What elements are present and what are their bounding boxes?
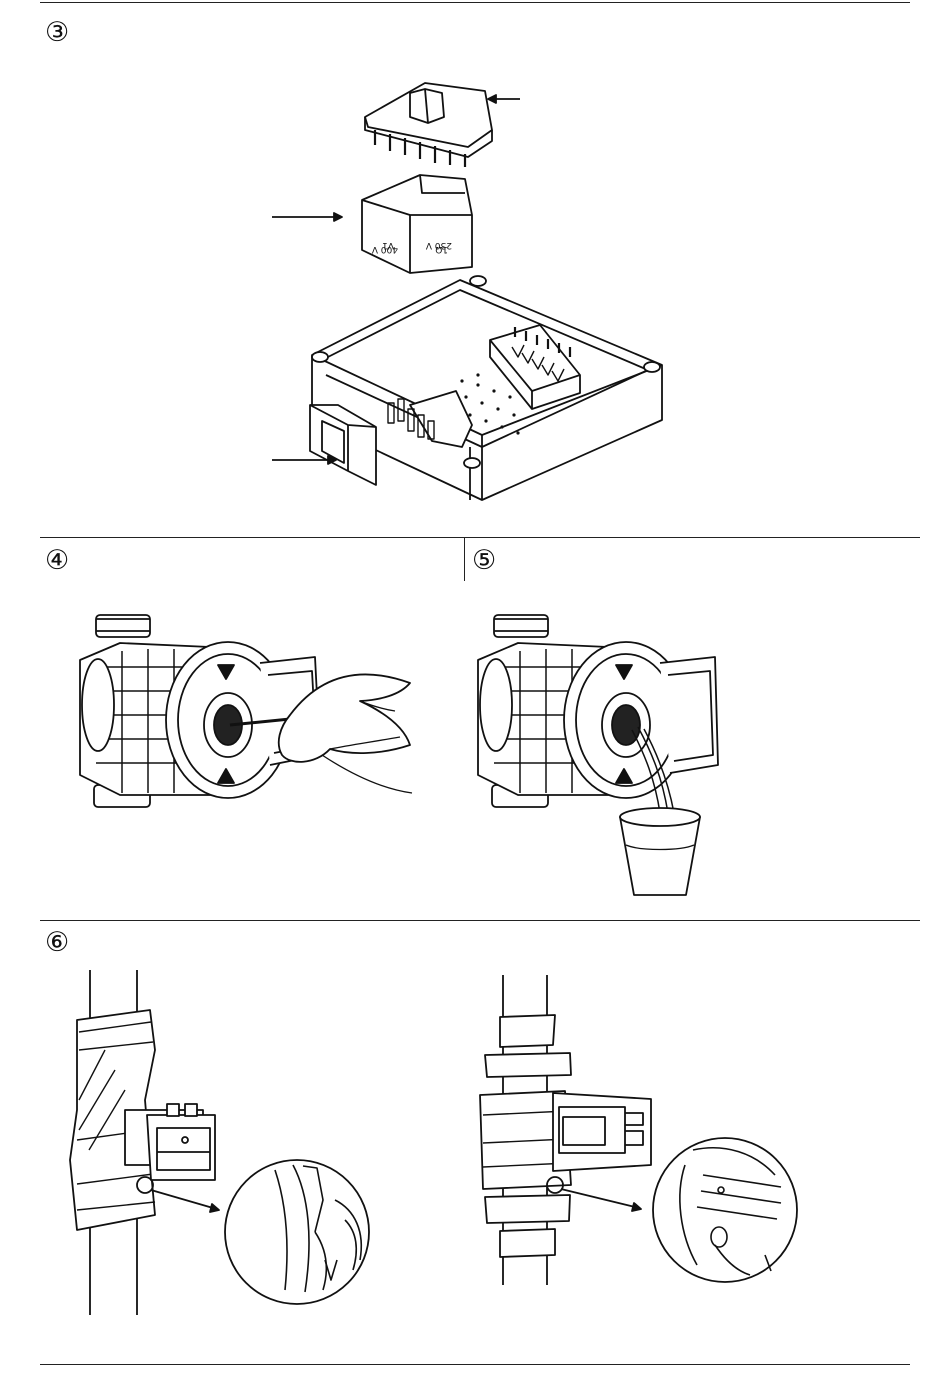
divider-vertical-4-5 (464, 537, 465, 581)
figure-pump-mounting-right (475, 975, 805, 1290)
figure-pump-draining (470, 605, 730, 900)
insert-label-left-2: 400 V (371, 244, 398, 254)
divider-step-6 (40, 920, 920, 921)
step-6-number: ⑥ (45, 928, 69, 958)
step-4-number: ④ (45, 546, 69, 576)
bottom-divider (40, 1364, 910, 1365)
terminal-box (310, 276, 662, 500)
insert-label-right-2: 1Ω (435, 244, 448, 254)
figure-pump-screwdriver (60, 605, 420, 825)
terminal-plug (365, 83, 492, 167)
figure-terminal-box-exploded: V1 400 V 230 V 1Ω (250, 75, 690, 515)
step-3-number: ③ (45, 18, 69, 48)
figure-pump-mounting-left (65, 970, 385, 1315)
step-5-number: ⑤ (472, 546, 496, 576)
arrow-plug (488, 95, 520, 103)
divider-step-4-5 (40, 537, 920, 538)
voltage-insert: V1 400 V 230 V 1Ω (362, 175, 472, 273)
top-divider (40, 2, 910, 3)
arrow-insert (272, 213, 342, 221)
